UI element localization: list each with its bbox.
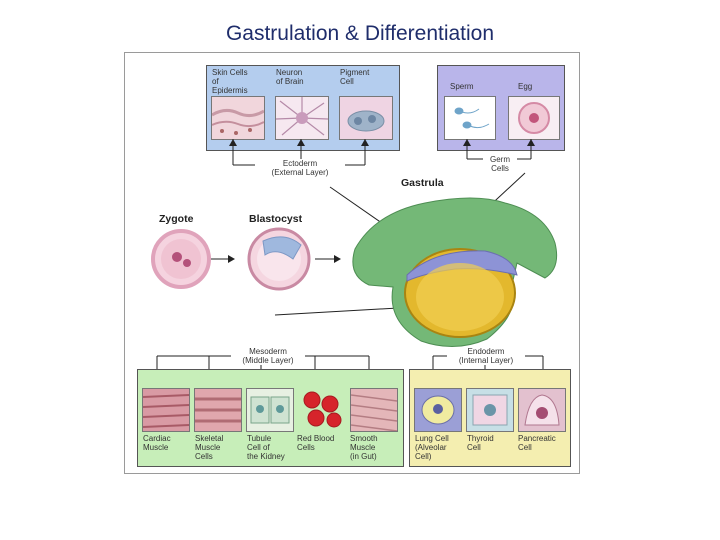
- sperm-tile: [444, 96, 496, 140]
- kidney-tubule-image: [247, 389, 293, 431]
- thyroid-cell-image: [467, 389, 513, 431]
- ectoderm-label: Ectoderm (External Layer): [255, 159, 345, 177]
- endoderm-panel: Lung Cell (Alveolar Cell) Thyroid Cell P…: [409, 369, 571, 467]
- skeletal-muscle-image: [195, 389, 241, 431]
- mesoderm-panel: Cardiac Muscle Skeletal Muscle Cells Tub…: [137, 369, 404, 467]
- germ-cells-label: Germ Cells: [483, 155, 517, 173]
- skeletal-muscle-tile: [194, 388, 242, 432]
- slide-title: Gastrulation & Differentiation: [225, 22, 495, 45]
- sperm-label: Sperm: [450, 82, 474, 91]
- mesoderm-label: Mesoderm (Middle Layer): [231, 347, 305, 365]
- egg-tile: [508, 96, 560, 140]
- endoderm-label: Endoderm (Internal Layer): [447, 347, 525, 365]
- pancreatic-cell-label: Pancreatic Cell: [518, 434, 556, 452]
- lung-cell-image: [415, 389, 461, 431]
- zygote-image: [151, 229, 211, 289]
- smooth-muscle-tile: [350, 388, 398, 432]
- skeletal-muscle-label: Skeletal Muscle Cells: [195, 434, 224, 461]
- pigment-cell-image: [340, 97, 392, 139]
- skin-cells-tile: [211, 96, 265, 140]
- sperm-image: [445, 97, 495, 139]
- cardiac-muscle-label: Cardiac Muscle: [143, 434, 171, 452]
- ectoderm-panel: Skin Cells of Epidermis Neuron of Brain …: [206, 65, 400, 151]
- germ-cells-panel: Sperm Egg: [437, 65, 565, 151]
- skin-cells-image: [212, 97, 264, 139]
- lung-cell-label: Lung Cell (Alveolar Cell): [415, 434, 449, 461]
- smooth-muscle-label: Smooth Muscle (in Gut): [350, 434, 378, 461]
- diagram-frame: Skin Cells of Epidermis Neuron of Brain …: [124, 52, 580, 474]
- smooth-muscle-image: [351, 389, 397, 431]
- stage-images: [151, 197, 558, 348]
- thyroid-cell-label: Thyroid Cell: [467, 434, 494, 452]
- gastrula-image: [352, 197, 558, 348]
- red-blood-cells-image: [298, 388, 344, 430]
- egg-image: [509, 97, 559, 139]
- pancreatic-cell-tile: [518, 388, 566, 432]
- gastrula-label: Gastrula: [401, 177, 444, 189]
- cardiac-muscle-tile: [142, 388, 190, 432]
- thyroid-cell-tile: [466, 388, 514, 432]
- pancreatic-cell-image: [519, 389, 565, 431]
- blastocyst-label: Blastocyst: [249, 213, 303, 225]
- red-blood-cells-label: Red Blood Cells: [297, 434, 335, 452]
- neuron-tile: [275, 96, 329, 140]
- kidney-tubule-label: Tubule Cell of the Kidney: [247, 434, 285, 461]
- pigment-cell-tile: [339, 96, 393, 140]
- neuron-label: Neuron of Brain: [276, 68, 304, 86]
- cardiac-muscle-image: [143, 389, 189, 431]
- skin-cells-label: Skin Cells of Epidermis: [212, 68, 248, 95]
- blastocyst-image: [247, 227, 311, 291]
- egg-label: Egg: [518, 82, 533, 91]
- lung-cell-tile: [414, 388, 462, 432]
- kidney-tubule-tile: [246, 388, 294, 432]
- pigment-cell-label: Pigment Cell: [340, 68, 370, 86]
- zygote-label: Zygote: [159, 213, 194, 225]
- red-blood-cells-tile: [298, 388, 344, 430]
- neuron-image: [276, 97, 328, 139]
